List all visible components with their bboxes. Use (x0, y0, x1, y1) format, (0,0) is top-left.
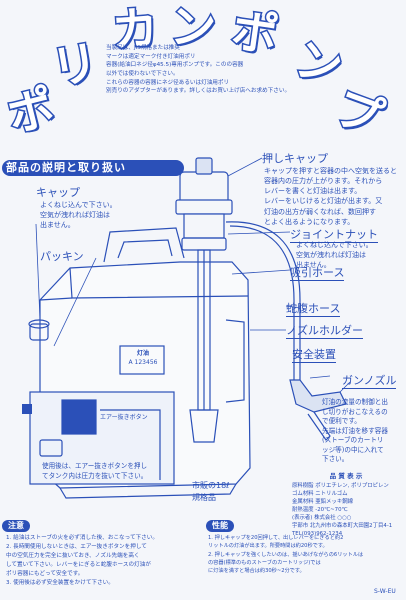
joint-nut-desc: よくねじ込んで下さい。 空気が洩れれば灯油は 出ません。 (296, 240, 373, 270)
cap-desc: よくねじ込んで下さい。 空気が洩れれば灯油は 出ません。 (40, 200, 117, 230)
push-cap-desc-line: レバーを書くと灯油は出ます。 (264, 187, 362, 196)
suction-hose-label: 吸引ホース (290, 266, 345, 281)
performance-line: 1. 押しキャップを20回押して、出しレバーをにぎると約2 (208, 535, 344, 541)
push-cap-desc-line: 容器内の圧力が上がります。それから (264, 177, 383, 186)
usage-desc: 使用後は、エアー抜きボタンを押し てタンク内は圧力を抜いて下さい。 (42, 462, 147, 481)
caution-line: 1. 給油はストーブの火を必ず消した後、おこなって下さい。 (6, 535, 158, 541)
usage-desc-line: 使用後は、エアー抜きボタンを押し (42, 462, 148, 470)
performance-line: に灯油を満すと場合は約30秒~2分です。 (208, 568, 305, 575)
gun-desc-line: ッジ等)の中に入れて (322, 445, 384, 454)
cap-desc-line: 出ません。 (40, 221, 75, 230)
quality-table: 品 質 表 示 原料樹脂 ポリエチレン, ポリプロピレン ゴム材料 ニトリルゴム… (292, 472, 400, 552)
safety-device-label: 安全装置 (292, 348, 336, 363)
quality-table-row: 宇部市 北九州市の森本町大田園2丁目4-1 (292, 523, 393, 530)
container-spec: 市販の18ℓ 規格品 (192, 480, 229, 503)
intro-line: 当製品は、JIS規格または推奨 (106, 45, 180, 51)
caution-line: ポリ容器にもどって安全です。 (6, 570, 84, 577)
joint-nut-desc-line: 空気が洩れれば灯油は (296, 251, 366, 260)
gun-desc-line: し切りがおこなえるの (322, 407, 388, 416)
gun-desc-line: 先端は灯油を移す容器 (322, 426, 388, 435)
cap-label: キャップ (36, 186, 80, 199)
joint-nut-label: ジョイントナット (290, 228, 378, 243)
caution-line: 3. 使用後は必ず安全装置をかけて下さい。 (6, 579, 114, 586)
nozzle-holder-label: ノズルホルダー (286, 324, 363, 339)
quality-table-title: 品 質 表 示 (329, 472, 363, 480)
quality-table-row: ゴム材料 ニトリルゴム (292, 490, 348, 497)
quality-table-row: 原料樹脂 ポリエチレン, ポリプロピレン (292, 482, 389, 489)
push-cap-desc-line: レバーをいじけると灯油が出ます。又 (264, 197, 383, 206)
performance-line: リットルの灯油が出ます。所要時間は約20秒です。 (208, 543, 328, 550)
caution-line: して置いて下さい。レバーをにぎると蛇腹ホースの灯油が (6, 561, 151, 568)
push-cap-desc-line: 灯油の出方が弱くなれば、数回押す (264, 207, 376, 216)
can-label: 灯油 A 123456 (124, 350, 162, 367)
caution-title: 注意 (2, 520, 30, 532)
gun-desc-line: (ストーブのカートリ (322, 436, 384, 445)
section-title: 部品の説明と取り扱い (2, 160, 184, 176)
gun-desc-line: で便利です。 (322, 417, 361, 426)
product-code: S-W-EU (374, 588, 396, 595)
can-label-line: 灯油 (136, 350, 149, 357)
intro-line: 容器(給油口ネジ径φ45.5)専用ポンプです。このの容器 (106, 62, 244, 69)
performance-line: 2. 押しキャップを強くしたいのは、揺いあげながらの6リットルは (208, 551, 364, 558)
bellows-hose-label: 蛇腹ホース (286, 302, 341, 317)
intro-line: 別売りのアダプターがあります。詳しくはお買い上げ店へお求め下さい。 (106, 88, 291, 95)
cap-desc-line: 空気が洩れれば灯油は (40, 211, 110, 220)
caution-list: 1. 給油はストーブの火を必ず消した後、おこなって下さい。 2. 長時間使用しな… (6, 534, 158, 588)
intro-line: 以外では使わないで下さい。 (106, 70, 179, 77)
performance-line: の容器(標準のものストーブのカートリッジ)では (208, 559, 321, 566)
gun-desc-line: 下さい。 (322, 455, 349, 464)
gun-desc-line: 灯油の流量の制御と出 (322, 398, 388, 406)
caution-line: 中の空気圧力を完全に抜いておき、ノズル先端を高く (6, 552, 140, 559)
performance-title: 性能 (206, 520, 234, 532)
usage-desc-line: てタンク内は圧力を抜いて下さい。 (42, 471, 148, 480)
caution-line: 2. 長時間使用しないときは、エアー抜きボタンを押して (6, 543, 147, 550)
cap-desc-line: よくねじ込んで下さい。 (40, 201, 117, 209)
can-label-line: A 123456 (128, 358, 158, 366)
intro-text: 当製品は、JIS規格または推奨 マークは適定マーク付き灯油用ポリ 容器(給油口ネ… (106, 44, 306, 96)
performance-list: 1. 押しキャップを20回押して、出しレバーをにぎると約2 リットルの灯油が出ま… (208, 534, 363, 576)
joint-nut-desc-line: よくねじ込んで下さい。 (296, 241, 373, 249)
container-spec-line: 規格品 (192, 492, 216, 502)
gun-nozzle-label: ガンノズル (342, 374, 397, 389)
push-cap-label: 押しキャップ (262, 152, 328, 165)
intro-line: これらの容器の容器にネジ径あるいは灯油用ポリ (106, 79, 230, 86)
quality-table-row: TEL(093)962-1234 (292, 531, 343, 538)
push-cap-desc: キャップを押すと容器の中へ空気を送ると 容器内の圧力が上がります。それから レバ… (264, 166, 397, 227)
quality-table-row: (表示者) 株式会社 ○○○ (292, 515, 352, 522)
air-valve-label: エアー抜きボタン (100, 414, 148, 421)
container-spec-line: 市販の18ℓ (192, 481, 230, 490)
gun-nozzle-desc: 灯油の流量の制御と出 し切りがおこなえるの で便利です。 先端は灯油を移す容器 … (322, 398, 388, 465)
quality-table-row: 耐熱温度 -20℃~70℃ (292, 507, 348, 514)
push-cap-desc-line: キャップを押すと容器の中へ空気を送ると (264, 167, 397, 175)
quality-table-row: 金属材料 亜鉛メッキ鋼線 (292, 498, 354, 505)
joint-nut-desc-line: 出ません。 (296, 261, 331, 270)
intro-line: マークは適定マーク付き灯油用ポリ (106, 53, 196, 60)
packing-label: パッキン (40, 250, 84, 263)
push-cap-desc-line: とよく出るようになります。 (264, 217, 355, 226)
